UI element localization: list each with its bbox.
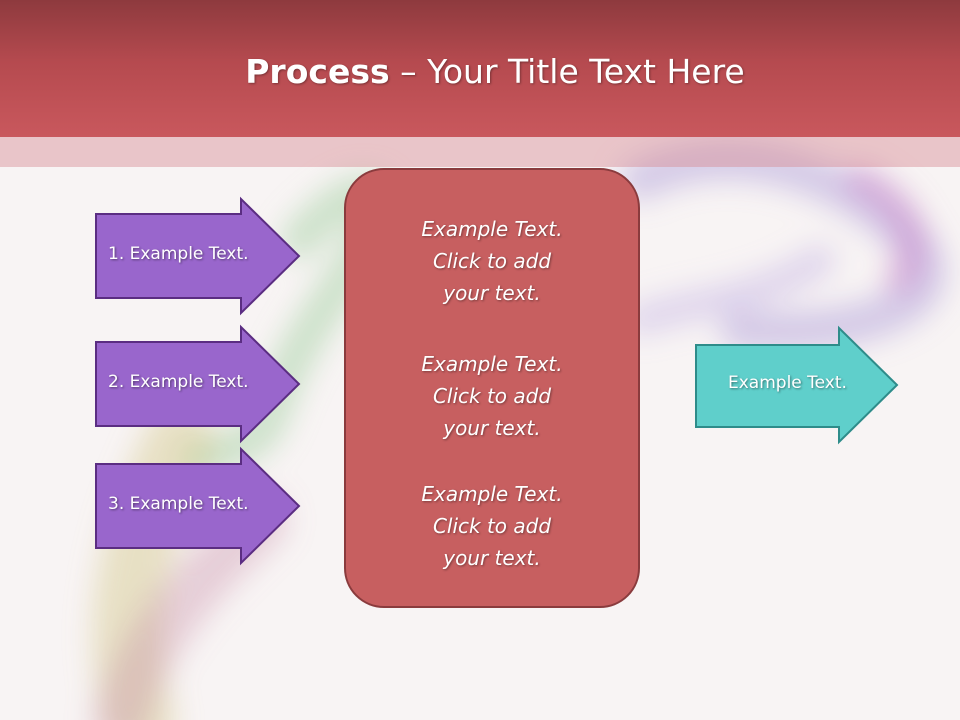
arrow-shape xyxy=(95,196,301,316)
process-text-line: Click to add xyxy=(432,249,552,273)
input-arrow-2[interactable]: 2. Example Text. xyxy=(95,324,301,444)
process-text-block-2[interactable]: Example Text. Click to add your text. xyxy=(344,348,640,444)
process-text-line: your text. xyxy=(443,546,541,570)
input-arrow-label: 2. Example Text. xyxy=(108,372,249,392)
output-arrow-label: Example Text. xyxy=(728,373,847,393)
title-rest: – Your Title Text Here xyxy=(389,52,745,91)
arrow-shape xyxy=(95,324,301,444)
title-bold: Process xyxy=(245,52,390,91)
title-bar xyxy=(0,0,960,137)
slide-title: Process – Your Title Text Here xyxy=(0,52,960,91)
process-box[interactable] xyxy=(344,168,640,608)
process-text-line: Example Text. xyxy=(421,352,563,376)
process-text-line: Click to add xyxy=(432,384,552,408)
input-arrow-label: 1. Example Text. xyxy=(108,244,249,264)
arrow-shape xyxy=(95,446,301,566)
process-text-line: your text. xyxy=(443,416,541,440)
arrow-shape xyxy=(695,325,899,445)
title-strip xyxy=(0,137,960,167)
process-text-block-1[interactable]: Example Text. Click to add your text. xyxy=(344,213,640,309)
process-text-line: Example Text. xyxy=(421,482,563,506)
process-text-line: Example Text. xyxy=(421,217,563,241)
process-text-line: Click to add xyxy=(432,514,552,538)
output-arrow[interactable]: Example Text. xyxy=(695,325,900,445)
input-arrow-label: 3. Example Text. xyxy=(108,494,249,514)
input-arrow-1[interactable]: 1. Example Text. xyxy=(95,196,301,316)
process-text-line: your text. xyxy=(443,281,541,305)
input-arrow-3[interactable]: 3. Example Text. xyxy=(95,446,301,566)
process-text-block-3[interactable]: Example Text. Click to add your text. xyxy=(344,478,640,574)
